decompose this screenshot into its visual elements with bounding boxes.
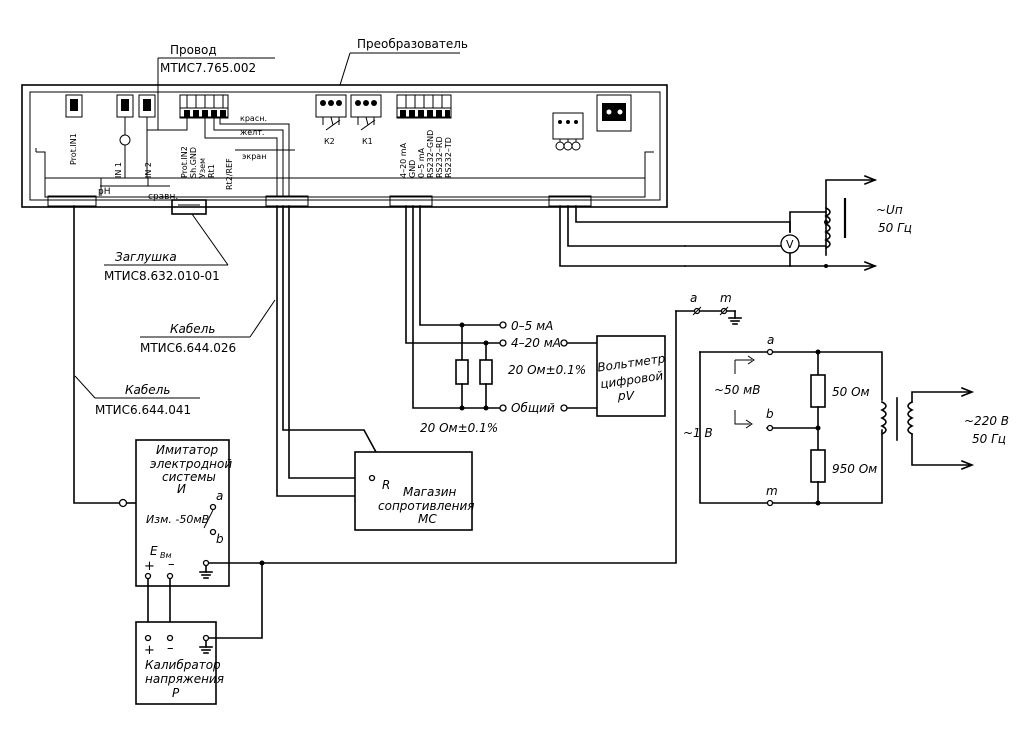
- output-load: 0–5 мА 4–20 мА Общий 20 Ом±0.1% 20 Ом±0.…: [420, 319, 667, 435]
- label-res-bottom: 20 Ом±0.1%: [420, 421, 498, 435]
- callout-converter: Преобразователь: [339, 37, 468, 86]
- label-50mv: ~50 мВ: [714, 383, 760, 397]
- label-provod: Провод: [170, 43, 217, 57]
- board-rt2: Rt2/REF: [225, 158, 234, 190]
- board-uzemp: Узем: [198, 158, 207, 178]
- board-prot-in1: Prot.IN1: [69, 133, 78, 165]
- label-imit-4: И: [177, 482, 186, 496]
- board-ph: pH: [98, 187, 110, 197]
- label-cable1: Кабель: [170, 322, 215, 336]
- terminals-am-top: a m: [675, 291, 742, 563]
- board-out-5: RS232–RD: [435, 136, 444, 178]
- label-imit-b: b: [216, 532, 224, 546]
- board-out-4: RS232–GND: [426, 130, 435, 178]
- ac-source-transformer: V ~Uп 50 Гц: [684, 174, 912, 272]
- label-calib-3: Р: [172, 686, 180, 700]
- label-imit-2: электродной: [150, 457, 232, 471]
- board-in1: IN 1: [114, 162, 123, 178]
- label-imit-minus: –: [168, 557, 175, 572]
- resistor-950: [810, 449, 826, 483]
- board-krasn: красн.: [240, 114, 267, 123]
- resistance-box: R Магазин сопротивления МС: [354, 451, 475, 531]
- label-cable1-code: МТИС6.644.026: [140, 341, 236, 355]
- label-magazin-1: Магазин: [403, 485, 457, 499]
- board-prot-in2: Prot.IN2: [180, 146, 189, 178]
- callout-provod: Провод МТИС7.765.002: [157, 43, 275, 130]
- label-calib-minus: –: [167, 641, 174, 656]
- label-r950: 950 Ом: [832, 462, 877, 476]
- board-out-1: 4–20 mA: [399, 142, 408, 178]
- label-out-4-20: 4–20 мА: [511, 336, 561, 350]
- label-dvm-3: pV: [617, 389, 635, 403]
- label-imit-e-sub: Вм: [160, 551, 172, 560]
- label-out-0-5: 0–5 мА: [511, 319, 553, 333]
- label-plug: Заглушка: [115, 250, 177, 264]
- label-magazin-3: МС: [418, 512, 437, 526]
- board-out-3: 0–5 mA: [417, 147, 426, 178]
- label-converter: Преобразователь: [357, 37, 468, 51]
- label-res-top: 20 Ом±0.1%: [508, 363, 586, 377]
- label-cable2: Кабель: [125, 383, 170, 397]
- board-in2: IN 2: [144, 162, 153, 178]
- board-terminal-block-1: Prot.IN2 Sh.GND Узем Rt1 Rt2/REF красн. …: [146, 94, 295, 196]
- label-calib-2: напряжения: [145, 672, 224, 686]
- label-source-freq: 50 Гц: [878, 221, 912, 235]
- board-rt1: Rt1: [207, 164, 216, 178]
- board-relays: К2 К1: [315, 94, 382, 146]
- label-imit-3: системы: [162, 470, 216, 484]
- board-out-6: RS232–TD: [444, 137, 453, 178]
- electrode-imitator: Имитатор электродной системы И Изм. -50м…: [135, 439, 232, 587]
- label-out-common: Общий: [511, 401, 555, 415]
- label-imit-a: a: [216, 489, 223, 503]
- label-imit-1: Имитатор: [156, 443, 219, 457]
- label-r50: 50 Ом: [832, 385, 870, 399]
- board-k2: К2: [324, 137, 335, 146]
- board-shgnd: Sh.GND: [189, 147, 198, 178]
- label-imit-izm: Изм. -50мВ: [146, 513, 209, 526]
- voltage-calibrator: + – Калибратор напряжения Р: [135, 578, 224, 705]
- label-magazin-2: сопротивления: [378, 499, 475, 513]
- resistor-1: [455, 359, 469, 385]
- label-calib-1: Калибратор: [145, 658, 221, 672]
- label-imit-plus: +: [144, 559, 155, 574]
- label-mains-v: ~220 В: [964, 414, 1009, 428]
- callout-plug: Заглушка МТИС8.632.010-01: [104, 213, 229, 283]
- resistor-2: [479, 359, 493, 385]
- label-term-a-top: a: [690, 291, 697, 305]
- label-1v: ~1 В: [683, 426, 713, 440]
- label-term-m-top: m: [720, 291, 732, 305]
- label-cable2-code: МТИС6.644.041: [95, 403, 191, 417]
- resistor-50: [810, 374, 826, 408]
- converter-housing: [21, 84, 668, 215]
- board-left-connectors: Prot.IN1 IN 1 IN 2 pH сравн.: [65, 94, 178, 202]
- label-term-b: b: [766, 407, 774, 421]
- board-out-2: GND: [408, 160, 417, 178]
- label-source: ~Uп: [876, 203, 903, 217]
- board-output-terminals: 4–20 mA GND 0–5 mA RS232–GND RS232–RD RS…: [396, 94, 453, 178]
- callout-cable1: Кабель МТИС6.644.026: [140, 299, 276, 355]
- callout-cable2: Кабель МТИС6.644.041: [74, 375, 200, 417]
- label-magazin-r: R: [382, 478, 390, 492]
- board-k1: К1: [362, 137, 373, 146]
- voltmeter-symbol: V: [786, 238, 794, 251]
- board-sravn: сравн.: [148, 192, 178, 202]
- label-term-a: a: [767, 333, 774, 347]
- board-ekran: экран: [242, 152, 266, 161]
- label-term-m: m: [766, 484, 778, 498]
- digital-voltmeter: [596, 335, 666, 417]
- label-mains-f: 50 Гц: [972, 432, 1006, 446]
- label-plug-code: МТИС8.632.010-01: [104, 269, 220, 283]
- divider-network: a b m ~50 мВ ~1 В 50 Ом 950 Ом ~220 В 50…: [683, 333, 1009, 507]
- label-imit-e: Е: [150, 544, 158, 558]
- label-calib-plus: +: [144, 643, 155, 658]
- board-power-connector: [552, 94, 632, 151]
- label-provod-code: МТИС7.765.002: [160, 61, 256, 75]
- board-zhelt: желт.: [240, 128, 264, 137]
